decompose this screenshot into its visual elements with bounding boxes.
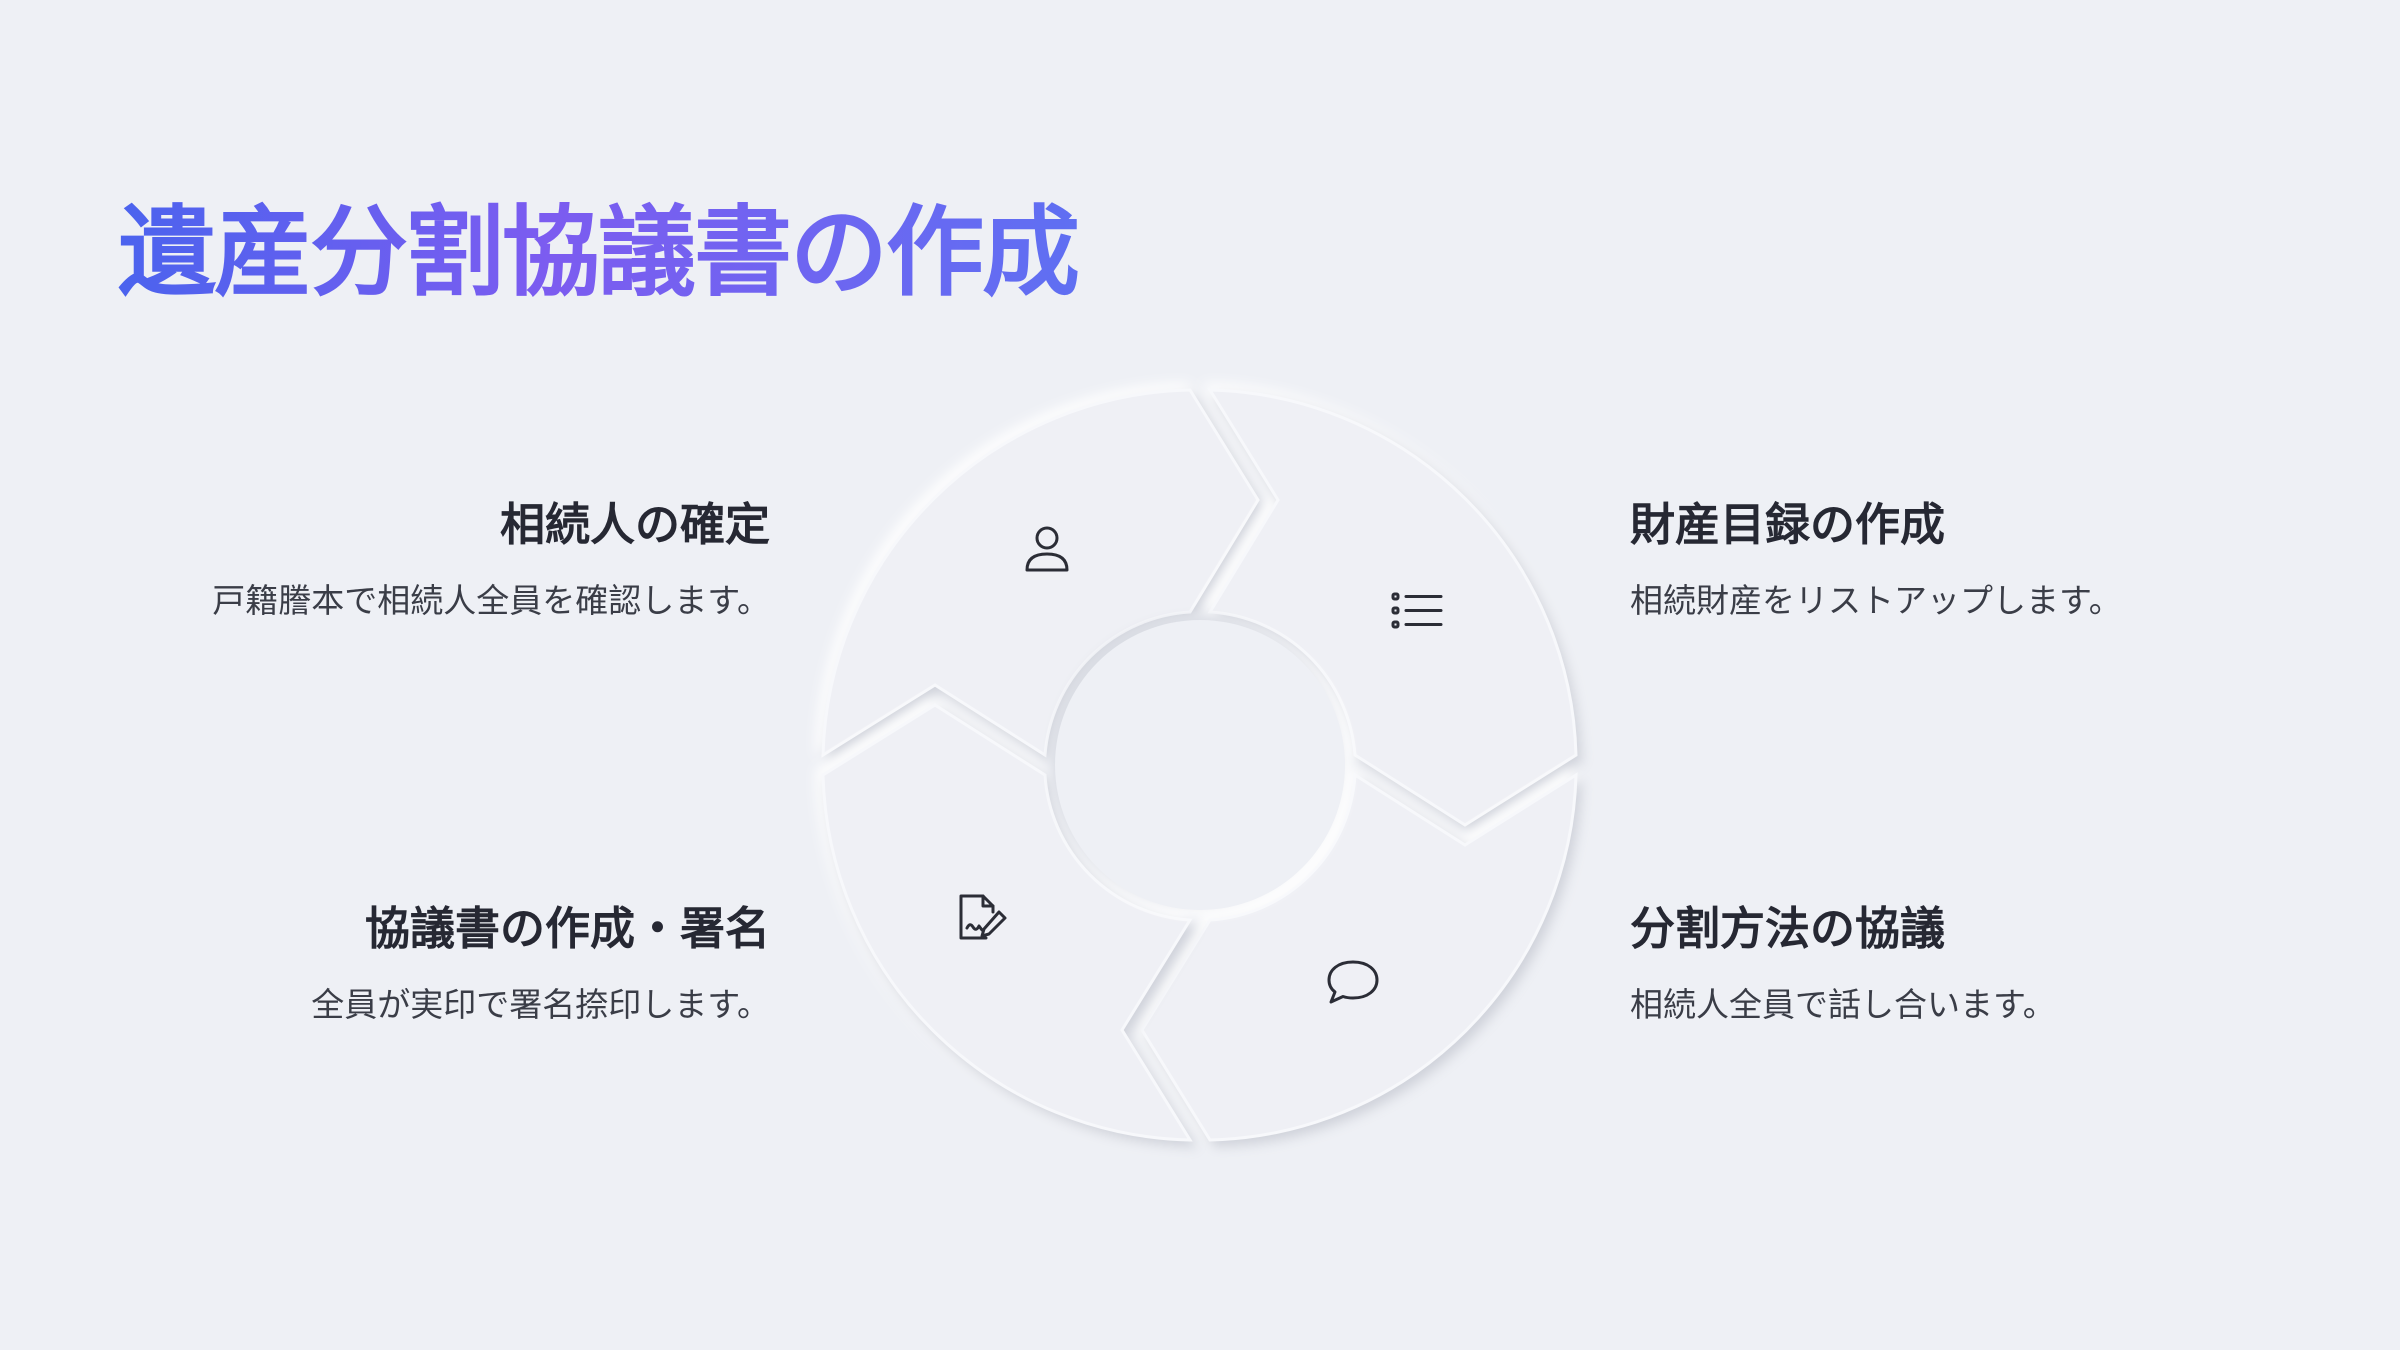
step-description: 相続人全員で話し合います。 — [1630, 985, 2056, 1024]
step-description: 全員が実印で署名捺印します。 — [311, 985, 770, 1024]
list-icon — [1389, 584, 1445, 640]
step-inheritors: 相続人の確定 戸籍謄本で相続人全員を確認します。 — [130, 498, 770, 623]
document-sign-icon — [953, 890, 1009, 946]
cycle-segment-3 — [1140, 772, 1578, 1142]
user-icon — [1019, 520, 1075, 576]
step-agreement-signing: 協議書の作成・署名 全員が実印で署名捺印します。 — [130, 902, 770, 1027]
step-title: 分割方法の協議 — [1630, 902, 1946, 955]
cycle-segment-4 — [821, 703, 1193, 1142]
step-title: 財産目録の作成 — [1630, 498, 1946, 551]
cycle-center — [1055, 620, 1345, 910]
step-description: 相続財産をリストアップします。 — [1630, 581, 2122, 620]
step-title: 相続人の確定 — [499, 498, 770, 551]
step-description: 戸籍謄本で相続人全員を確認します。 — [212, 581, 770, 620]
page-title: 遺産分割協議書の作成 — [118, 196, 1080, 310]
step-division-discussion: 分割方法の協議 相続人全員で話し合います。 — [1630, 902, 2270, 1027]
step-title: 協議書の作成・署名 — [364, 902, 770, 955]
chat-bubble-icon — [1325, 954, 1381, 1010]
step-asset-list: 財産目録の作成 相続財産をリストアップします。 — [1630, 498, 2270, 623]
cycle-segment-1 — [821, 388, 1260, 758]
